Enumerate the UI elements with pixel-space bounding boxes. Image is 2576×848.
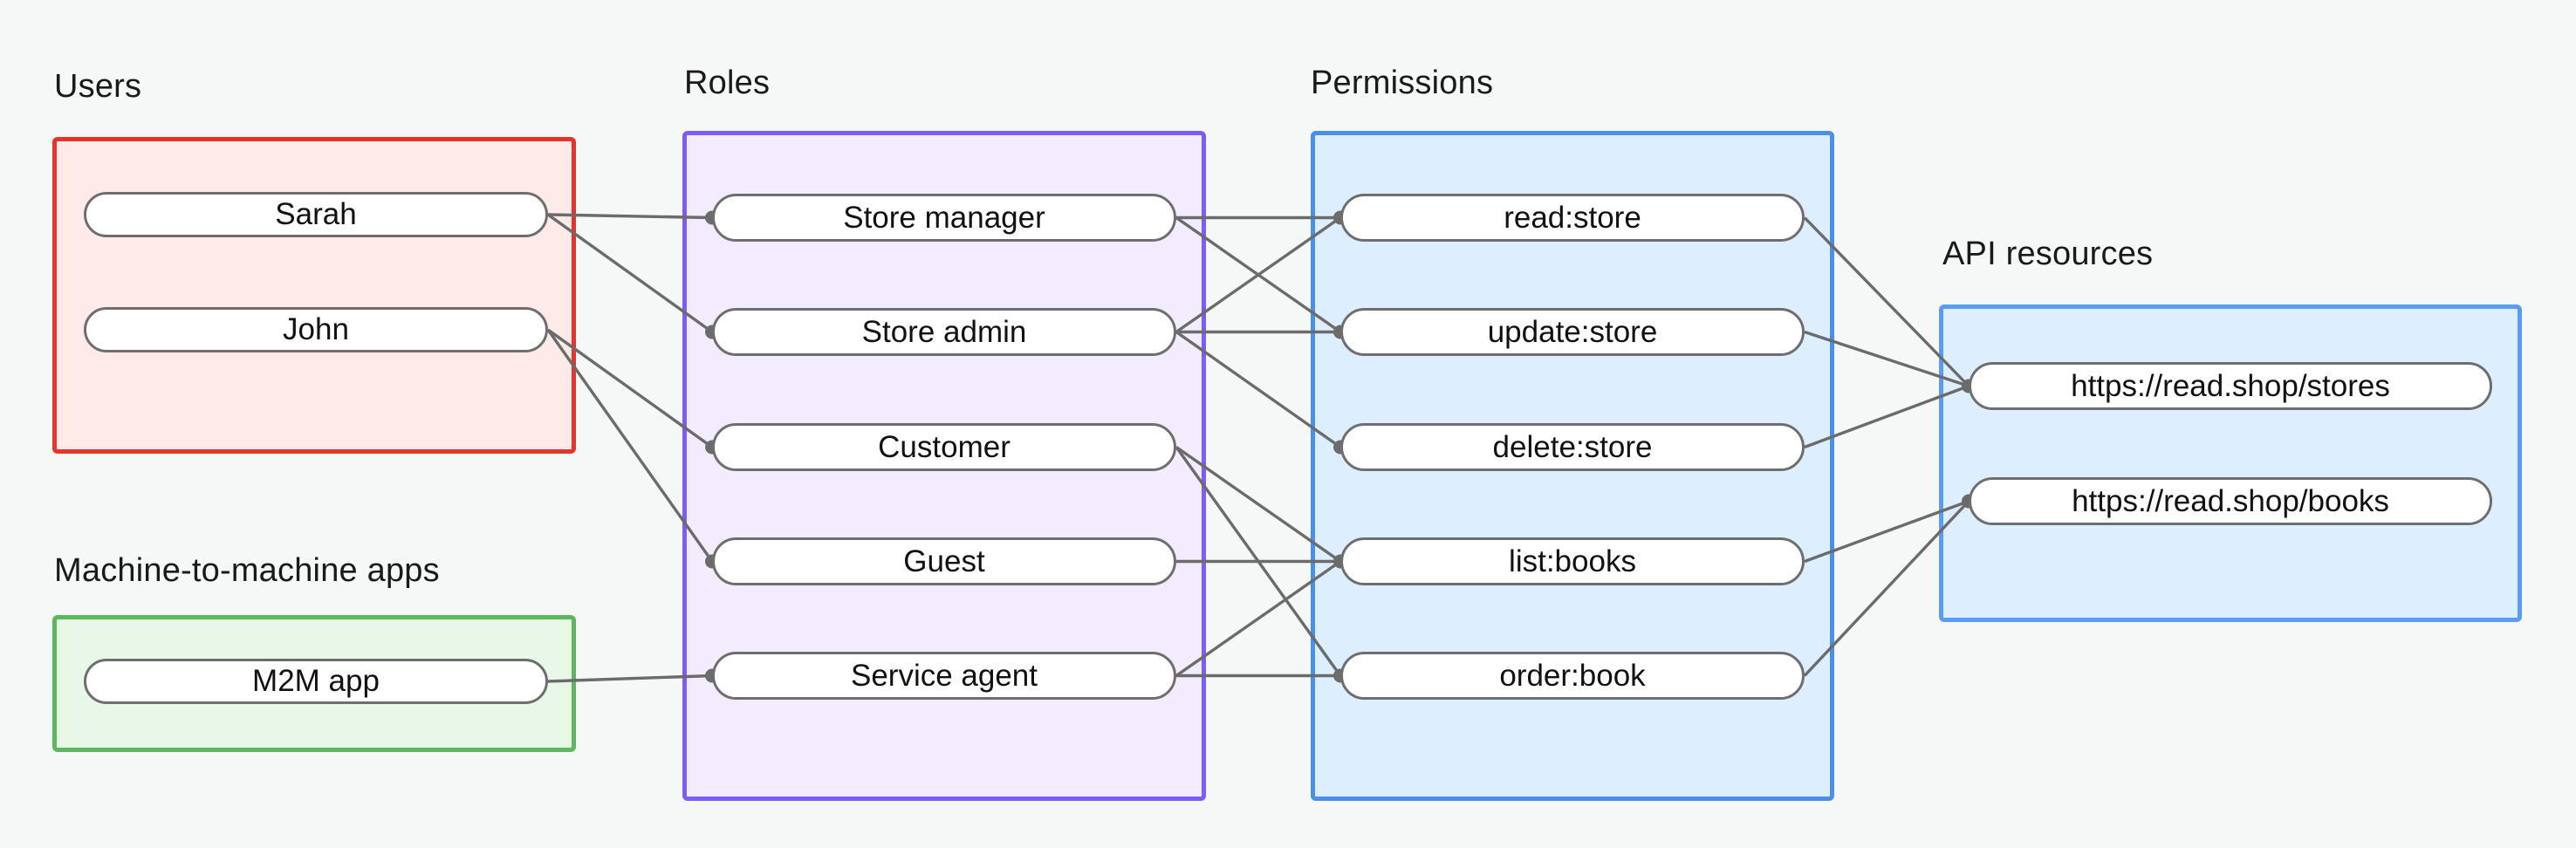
edge-read_store-to-stores_url — [1803, 216, 1970, 387]
node-order_book[interactable]: order:book — [1340, 652, 1805, 700]
group-label-roles: Roles — [684, 65, 771, 101]
edge-update_store-to-stores_url — [1804, 330, 1970, 388]
node-store_admin[interactable]: Store admin — [712, 308, 1176, 356]
node-guest[interactable]: Guest — [712, 537, 1176, 585]
edge-service_agent-to-list_books — [1175, 560, 1341, 677]
group-box-users — [52, 137, 576, 454]
edge-store_admin-to-delete_store — [1175, 331, 1341, 448]
node-update_store[interactable]: update:store — [1340, 308, 1805, 356]
edge-delete_store-to-stores_url — [1804, 384, 1970, 449]
node-m2m_app[interactable]: M2M app — [84, 659, 548, 704]
group-label-api_resources: API resources — [1942, 236, 2154, 272]
edge-sarah-to-store_admin — [547, 213, 713, 333]
node-store_manager[interactable]: Store manager — [712, 194, 1176, 242]
node-service_agent[interactable]: Service agent — [712, 652, 1176, 700]
group-box-api_resources — [1939, 304, 2522, 622]
edge-john-to-guest — [546, 329, 714, 563]
group-label-users: Users — [54, 68, 142, 105]
group-label-m2m: Machine-to-machine apps — [54, 552, 440, 589]
edge-store_admin-to-read_store — [1175, 216, 1341, 333]
node-books_url[interactable]: https://read.shop/books — [1969, 477, 2492, 525]
node-read_store[interactable]: read:store — [1340, 194, 1805, 242]
node-john[interactable]: John — [84, 307, 548, 352]
edge-order_book-to-books_url — [1803, 500, 1970, 677]
edge-john-to-customer — [547, 328, 713, 448]
node-list_books[interactable]: list:books — [1340, 537, 1805, 585]
node-stores_url[interactable]: https://read.shop/stores — [1969, 362, 2492, 410]
edge-m2m_app-to-service_agent — [547, 674, 713, 683]
node-delete_store[interactable]: delete:store — [1340, 423, 1805, 471]
edge-customer-to-list_books — [1175, 446, 1341, 563]
node-customer[interactable]: Customer — [712, 423, 1176, 471]
node-sarah[interactable]: Sarah — [84, 192, 548, 237]
group-label-permissions: Permissions — [1311, 65, 1494, 101]
edge-sarah-to-store_manager — [547, 213, 713, 220]
edge-list_books-to-books_url — [1804, 499, 1970, 564]
